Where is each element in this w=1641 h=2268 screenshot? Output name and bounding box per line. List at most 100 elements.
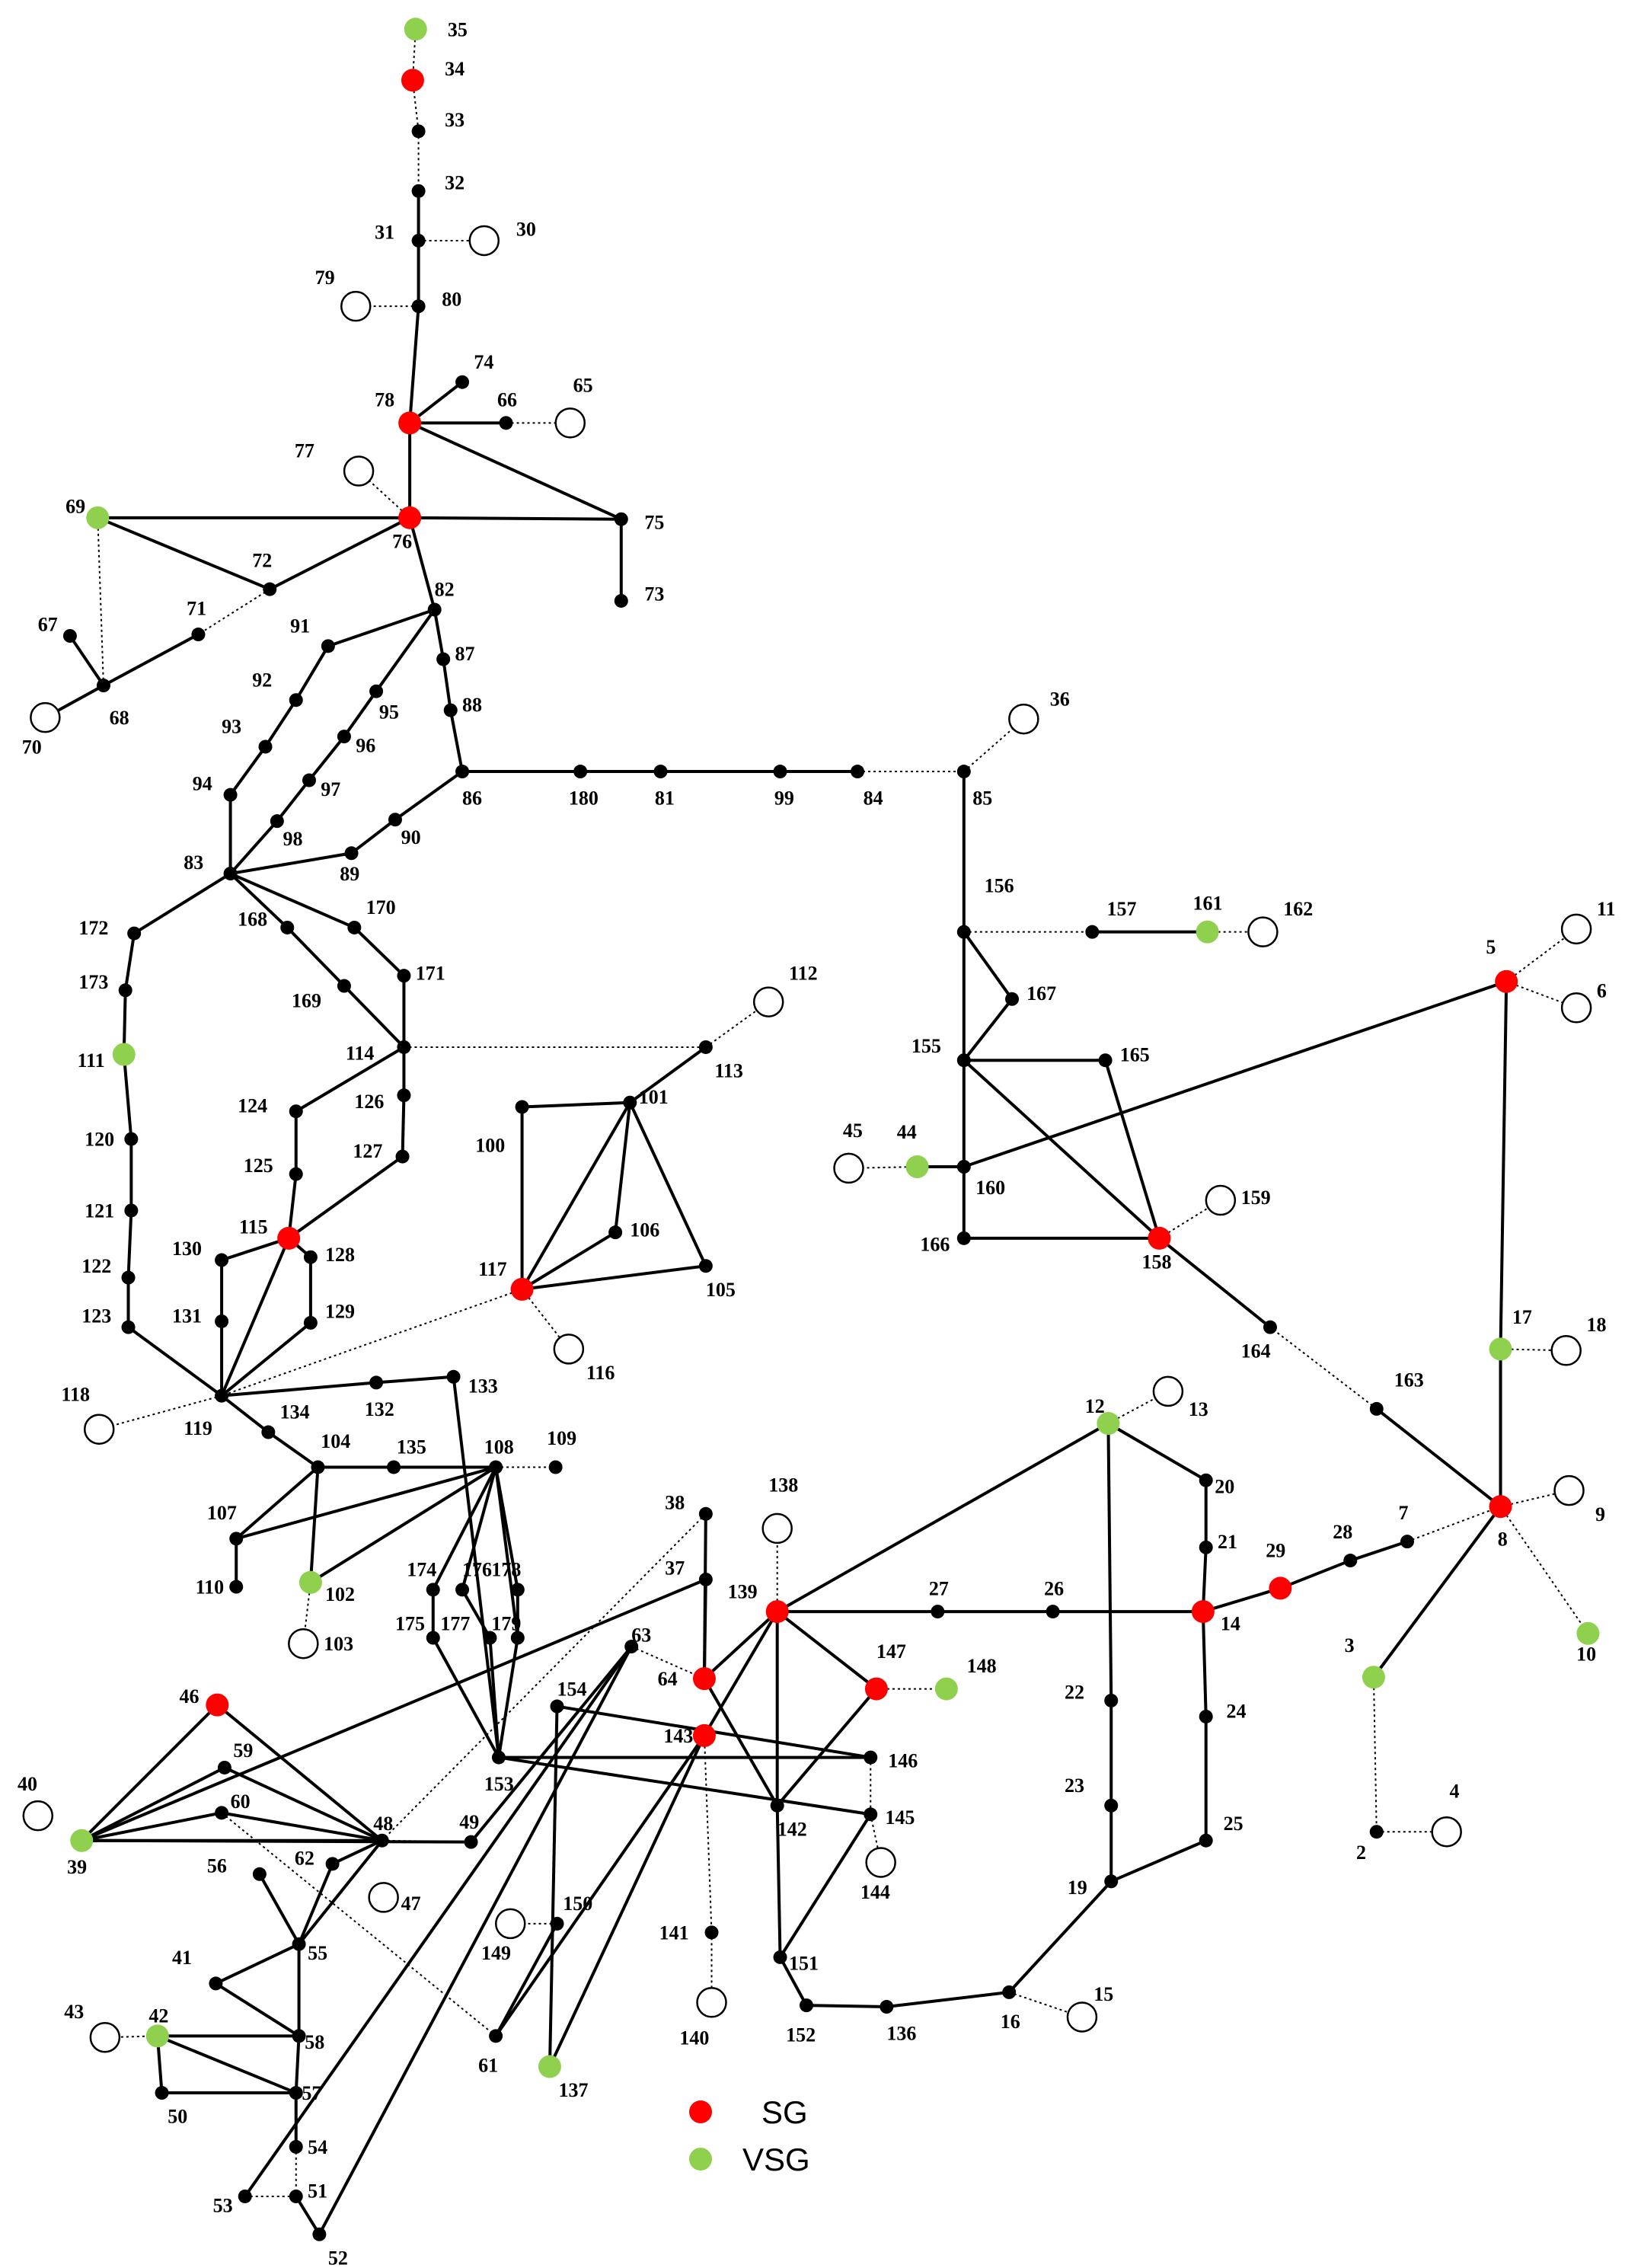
node-label-17: 17 — [1512, 1306, 1532, 1328]
node-label-126: 126 — [354, 1091, 384, 1113]
node-label-12: 12 — [1085, 1395, 1105, 1417]
bus-node-175 — [426, 1631, 440, 1645]
node-label-59: 59 — [233, 1739, 253, 1762]
node-label-159: 159 — [1241, 1187, 1271, 1209]
line-38-48 — [382, 1513, 707, 1842]
node-label-26: 26 — [1044, 1577, 1064, 1599]
line-97-98 — [276, 779, 311, 823]
bus-node-54 — [289, 2139, 303, 2154]
bus-node-33 — [411, 124, 426, 139]
bus-node-67 — [62, 628, 77, 643]
legend-sg-marker — [689, 2100, 712, 2123]
bus-node-141 — [704, 1925, 719, 1940]
node-label-85: 85 — [972, 787, 992, 810]
node-label-11: 11 — [1597, 898, 1616, 920]
node-label-167: 167 — [1026, 982, 1056, 1005]
line-49-39 — [81, 1838, 471, 1844]
node-label-144: 144 — [860, 1881, 890, 1903]
line-108-174 — [431, 1466, 497, 1591]
line-3-2 — [1372, 1677, 1378, 1832]
sg-node-34 — [401, 69, 424, 92]
node-label-25: 25 — [1224, 1813, 1244, 1835]
node-label-162: 162 — [1283, 898, 1313, 920]
bus-node-32 — [411, 184, 426, 198]
node-label-132: 132 — [365, 1398, 394, 1420]
node-label-22: 22 — [1065, 1681, 1084, 1703]
node-label-178: 178 — [491, 1559, 521, 1581]
line-8-163 — [1375, 1407, 1502, 1508]
node-label-151: 151 — [789, 1953, 819, 1975]
node-label-7: 7 — [1398, 1502, 1408, 1524]
line-67-68 — [69, 634, 105, 687]
node-label-147: 147 — [876, 1640, 906, 1663]
bus-node-171 — [397, 969, 411, 983]
node-label-83: 83 — [184, 851, 203, 874]
bus-node-172 — [127, 926, 142, 941]
line-164-158 — [1158, 1237, 1272, 1329]
line-90-89 — [350, 818, 397, 854]
node-label-53: 53 — [213, 2194, 233, 2216]
line-115-119 — [220, 1238, 291, 1397]
node-label-97: 97 — [321, 778, 340, 800]
line-39-59 — [81, 1766, 225, 1842]
node-label-93: 93 — [222, 716, 241, 738]
line-145-151 — [778, 1813, 872, 1958]
node-label-76: 76 — [392, 530, 412, 552]
bus-node-53 — [238, 2189, 252, 2203]
node-label-90: 90 — [401, 826, 421, 848]
line-142-147 — [776, 1688, 878, 1807]
bus-node-109 — [548, 1460, 563, 1474]
line-78-75 — [409, 421, 622, 521]
bus-node-130 — [215, 1253, 229, 1267]
node-label-180: 180 — [569, 787, 599, 810]
node-label-141: 141 — [659, 1921, 689, 1944]
load-162 — [1247, 916, 1279, 947]
bus-node-75 — [614, 512, 628, 526]
node-label-99: 99 — [774, 787, 794, 810]
node-label-35: 35 — [448, 18, 468, 40]
node-label-156: 156 — [985, 874, 1014, 896]
line-119-132 — [221, 1381, 377, 1398]
bus-node-57 — [289, 2086, 303, 2100]
node-label-19: 19 — [1068, 1877, 1087, 1899]
node-label-64: 64 — [658, 1668, 678, 1690]
line-150-61 — [494, 1922, 559, 2037]
node-label-67: 67 — [38, 614, 58, 636]
node-label-5: 5 — [1486, 936, 1496, 958]
bus-node-145 — [864, 1807, 878, 1822]
load-15 — [1066, 2001, 1098, 2033]
line-163-164 — [1269, 1326, 1378, 1410]
line-76-82 — [408, 517, 436, 610]
node-label-38: 38 — [665, 1491, 685, 1513]
bus-node-27 — [931, 1605, 945, 1619]
bus-node-38 — [698, 1506, 713, 1521]
bus-node-173 — [118, 983, 132, 998]
bus-node-121 — [124, 1203, 139, 1218]
load-43 — [89, 2022, 121, 2053]
node-label-68: 68 — [110, 707, 129, 729]
bus-node-80 — [411, 299, 426, 314]
bus-node-92 — [289, 693, 303, 708]
node-label-70: 70 — [22, 736, 42, 758]
bus-node-120 — [124, 1132, 139, 1146]
bus-node-166 — [956, 1231, 971, 1245]
line-177-153 — [488, 1637, 500, 1758]
line-59-48 — [224, 1766, 383, 1842]
bus-node-98 — [270, 814, 284, 829]
load-13 — [1152, 1375, 1184, 1407]
node-label-138: 138 — [768, 1474, 798, 1496]
bus-node-135 — [387, 1460, 401, 1474]
line-60-61 — [221, 1812, 496, 2037]
bus-node-61 — [489, 2029, 503, 2043]
node-label-54: 54 — [308, 2136, 327, 2158]
node-label-142: 142 — [777, 1818, 807, 1840]
line-108-176 — [461, 1466, 498, 1590]
node-label-136: 136 — [886, 2023, 916, 2045]
bus-node-25 — [1199, 1833, 1213, 1848]
bus-node-24 — [1199, 1709, 1213, 1723]
line-42-57 — [157, 2034, 297, 2094]
node-label-148: 148 — [967, 1655, 997, 1677]
node-label-174: 174 — [407, 1559, 436, 1581]
line-48-62 — [331, 1838, 383, 1866]
